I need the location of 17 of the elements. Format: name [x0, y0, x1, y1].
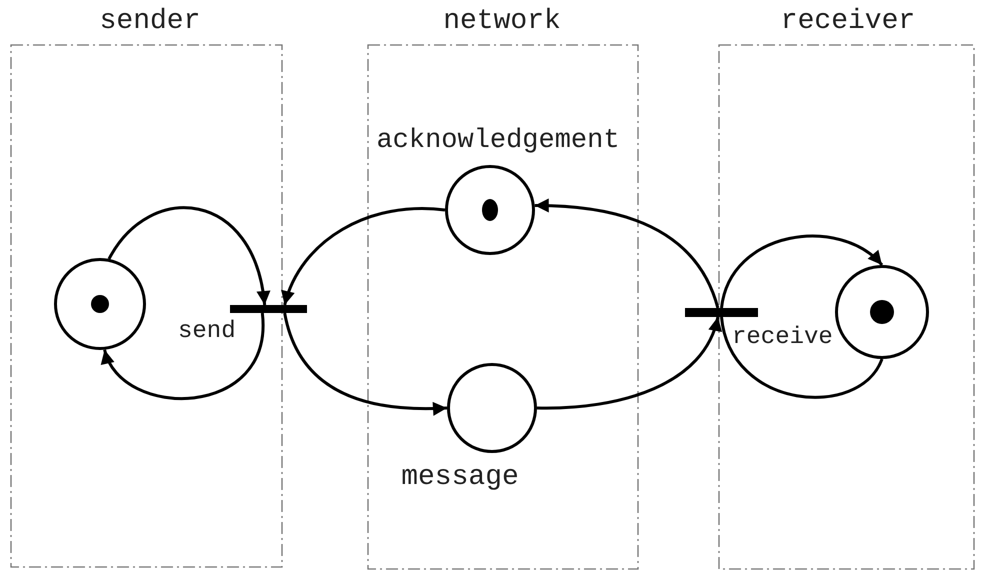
arc-arrow: [537, 316, 721, 410]
transition-label: send: [178, 320, 236, 344]
lane-title: network: [443, 8, 561, 36]
arc-arrow: [103, 313, 264, 400]
transition-label: receive: [732, 326, 833, 350]
arc-arrow: [282, 207, 446, 306]
arc-arrow: [108, 206, 270, 306]
arc-arrow: [283, 312, 448, 416]
arc-arrow: [720, 234, 884, 308]
place-circle: [835, 265, 929, 359]
arc-line: [720, 316, 884, 399]
lane-title: sender: [100, 8, 200, 36]
place-circle: [54, 258, 146, 350]
lane-title: receiver: [780, 8, 916, 36]
arc-arrow: [534, 198, 720, 308]
place-label: message: [401, 464, 519, 492]
place-label: acknowledgement: [376, 128, 620, 155]
